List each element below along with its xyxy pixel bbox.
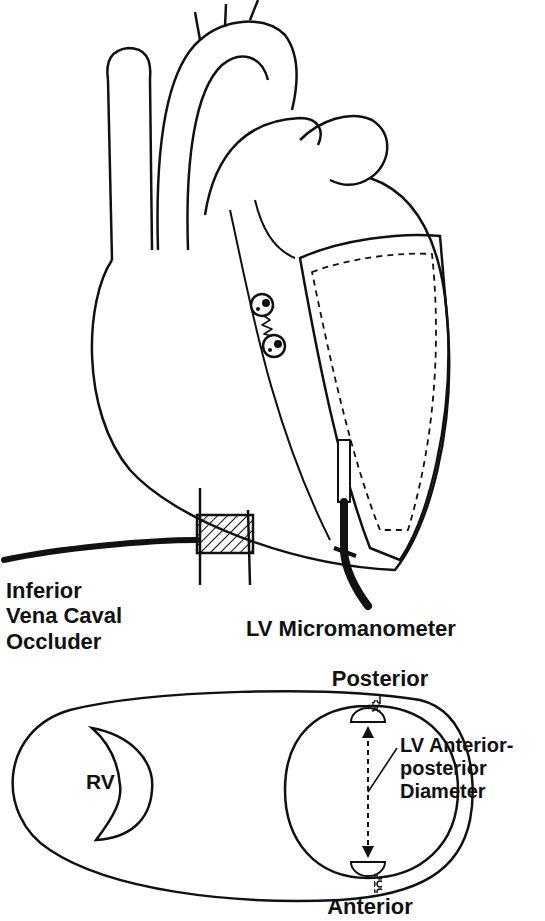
dimension-label: LV Anterior-posterior Diameter: [400, 734, 542, 803]
occluder-label: Inferior Vena Caval Occluder: [6, 578, 134, 654]
orientation-label: Anterior: [290, 894, 450, 919]
micromanometer-label: LV Micromanometer: [246, 616, 542, 641]
orientation-label: Posterior: [300, 666, 460, 691]
chamber-label: RV: [86, 770, 126, 794]
